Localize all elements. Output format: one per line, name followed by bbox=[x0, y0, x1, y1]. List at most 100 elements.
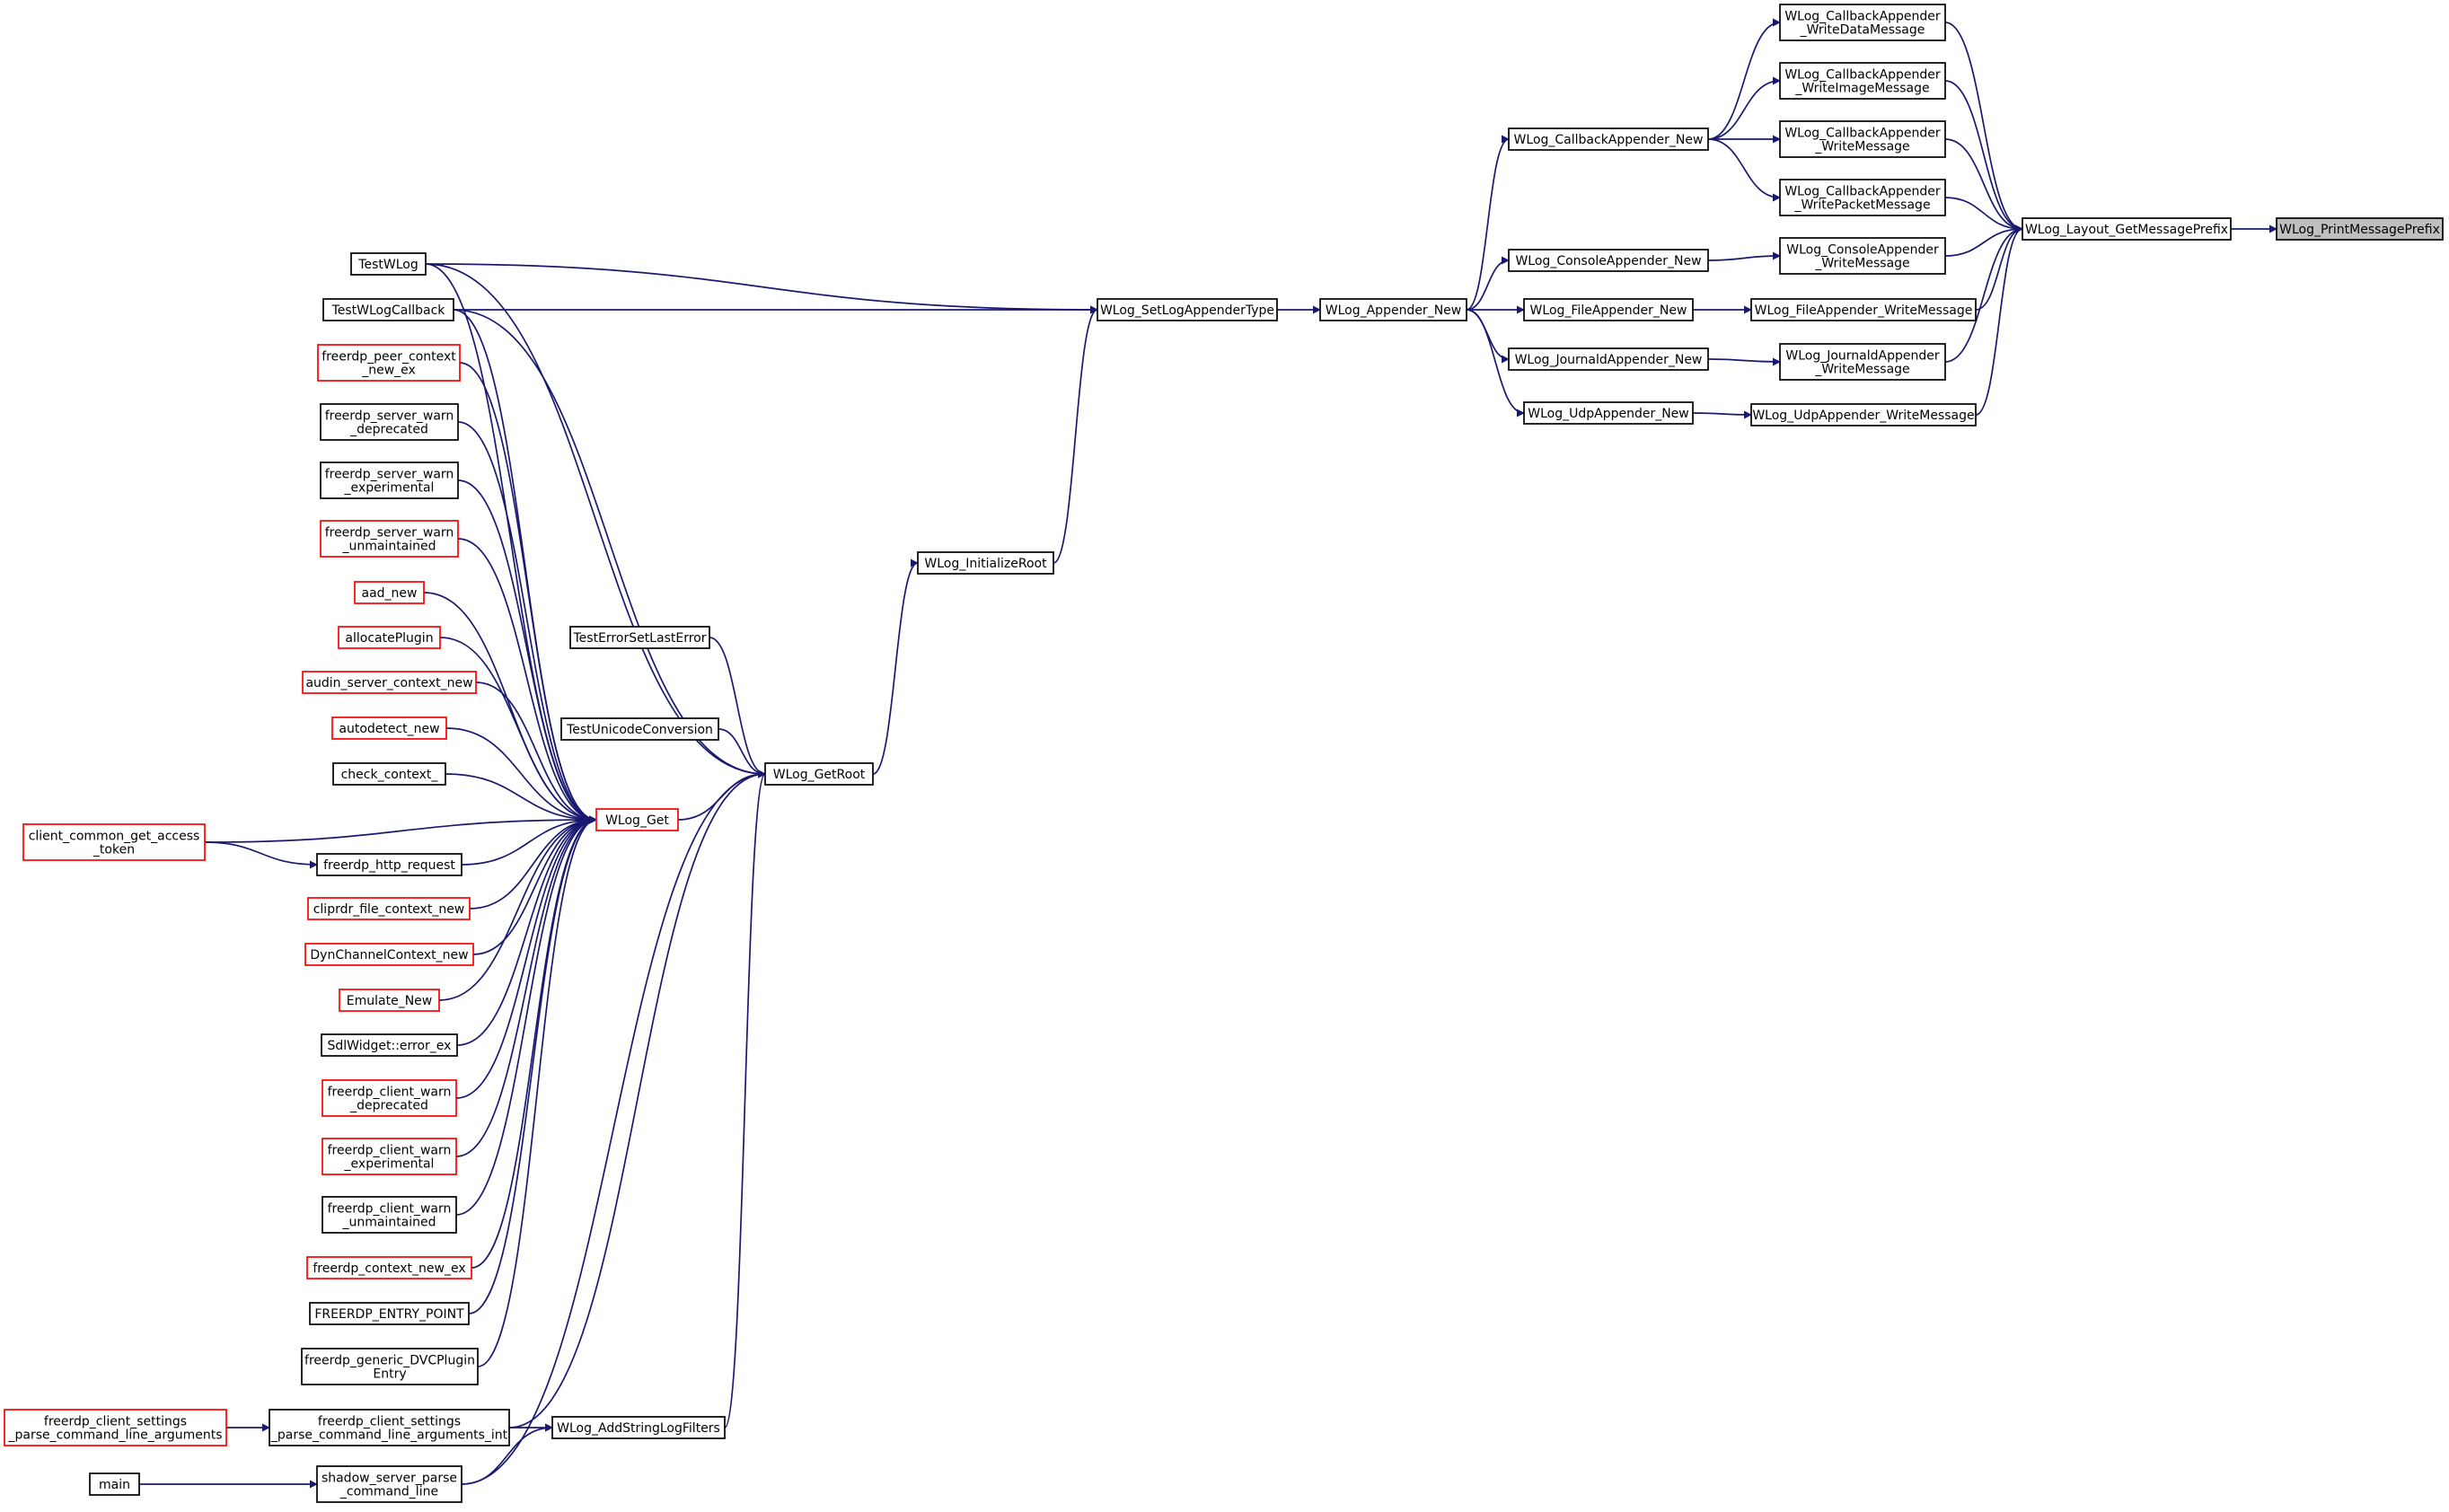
edge-journal-new-to-journal-msg bbox=[1707, 357, 1781, 366]
node-label: WLog_JournaldAppender_New bbox=[1515, 353, 1703, 367]
node-label: WLog_Get bbox=[605, 813, 669, 828]
node-box bbox=[307, 897, 471, 920]
edge-testwlog-to-getroot bbox=[425, 263, 766, 778]
node-shadow-parse[interactable]: shadow_server_parse_command_line bbox=[316, 1465, 462, 1503]
node-udp-new[interactable]: WLog_UdpAppender_New bbox=[1523, 401, 1694, 425]
node-testwlog[interactable]: TestWLog bbox=[350, 252, 427, 276]
node-box bbox=[1750, 298, 1977, 321]
node-label: WLog_CallbackAppender bbox=[1784, 127, 1941, 141]
node-entry-point[interactable]: FREERDP_ENTRY_POINT bbox=[309, 1302, 470, 1325]
node-box bbox=[551, 1416, 726, 1439]
node-console-msg[interactable]: WLog_ConsoleAppender_WriteMessage bbox=[1779, 237, 1946, 275]
node-label: _parse_command_line_arguments_int bbox=[270, 1428, 508, 1443]
node-initroot[interactable]: WLog_InitializeRoot bbox=[917, 551, 1054, 575]
node-srv-exp[interactable]: freerdp_server_warn_experimental bbox=[320, 462, 459, 499]
node-ctx-new-ex[interactable]: freerdp_context_new_ex bbox=[306, 1256, 472, 1279]
node-box bbox=[1319, 298, 1467, 321]
node-cb-msg[interactable]: WLog_CallbackAppender_WriteMessage bbox=[1779, 120, 1946, 158]
edge-cliprdr-to-wlogget bbox=[469, 815, 597, 910]
node-client-token[interactable]: client_common_get_access_token bbox=[22, 823, 206, 861]
node-box bbox=[354, 581, 425, 604]
node-label: TestWLogCallback bbox=[331, 303, 446, 318]
node-testwlogcb[interactable]: TestWLogCallback bbox=[322, 298, 454, 321]
node-box bbox=[1779, 237, 1946, 275]
node-journal-msg[interactable]: WLog_JournaldAppender_WriteMessage bbox=[1779, 343, 1946, 381]
node-box bbox=[2022, 217, 2232, 241]
node-label: _WriteMessage bbox=[1814, 363, 1909, 377]
node-setlogappender[interactable]: WLog_SetLogAppenderType bbox=[1097, 298, 1278, 321]
node-file-msg[interactable]: WLog_FileAppender_WriteMessage bbox=[1750, 298, 1977, 321]
edge-testwlog-to-setlogappender bbox=[425, 263, 1098, 314]
node-cb-packet[interactable]: WLog_CallbackAppender_WritePacketMessage bbox=[1779, 179, 1946, 216]
node-testunicode[interactable]: TestUnicodeConversion bbox=[560, 717, 719, 741]
node-aad-new[interactable]: aad_new bbox=[354, 581, 425, 604]
node-sdlwidget[interactable]: SdlWidget::error_ex bbox=[321, 1033, 458, 1057]
edge-shadow-parse-to-addfilters bbox=[461, 1423, 553, 1485]
node-cliprdr[interactable]: cliprdr_file_context_new bbox=[307, 897, 471, 920]
node-cb-data[interactable]: WLog_CallbackAppender_WriteDataMessage bbox=[1779, 4, 1946, 41]
node-cli-depr[interactable]: freerdp_client_warn_deprecated bbox=[322, 1079, 457, 1117]
node-label: main bbox=[99, 1478, 130, 1492]
node-getprefix[interactable]: WLog_Layout_GetMessagePrefix bbox=[2022, 217, 2232, 241]
edge-cb-data-to-getprefix bbox=[1944, 22, 2023, 233]
node-console-new[interactable]: WLog_ConsoleAppender_New bbox=[1508, 249, 1709, 272]
edge-console-new-to-console-msg bbox=[1707, 251, 1781, 261]
node-udp-msg[interactable]: WLog_UdpAppender_WriteMessage bbox=[1750, 403, 1977, 426]
node-box bbox=[1523, 401, 1694, 425]
node-cs-parse-int[interactable]: freerdp_client_settings_parse_command_li… bbox=[269, 1409, 510, 1446]
node-label: WLog_FileAppender_WriteMessage bbox=[1755, 303, 1973, 318]
node-label: freerdp_client_warn bbox=[328, 1086, 452, 1100]
node-cli-unm[interactable]: freerdp_client_warn_unmaintained bbox=[322, 1196, 457, 1234]
edge-testerror-to-getroot bbox=[709, 637, 766, 778]
node-label: WLog_JournaldAppender bbox=[1785, 349, 1939, 364]
node-label: WLog_ConsoleAppender_New bbox=[1515, 254, 1701, 268]
node-peer-ctx[interactable]: freerdp_peer_context_new_ex bbox=[317, 344, 461, 382]
node-cli-exp[interactable]: freerdp_client_warn_experimental bbox=[322, 1138, 457, 1175]
node-label: WLog_InitializeRoot bbox=[924, 557, 1047, 571]
node-box bbox=[595, 808, 679, 831]
edge-dvc-entry-to-wlogget bbox=[477, 815, 597, 1367]
node-label: freerdp_client_settings bbox=[318, 1415, 461, 1429]
node-autodetect[interactable]: autodetect_new bbox=[331, 716, 447, 740]
node-box bbox=[320, 520, 459, 558]
node-label: _command_line bbox=[339, 1485, 438, 1499]
node-cb-new[interactable]: WLog_CallbackAppender_New bbox=[1508, 127, 1709, 151]
edge-cli-unm-to-wlogget bbox=[455, 815, 597, 1216]
node-check-ctx[interactable]: check_context_ bbox=[332, 762, 446, 786]
node-box bbox=[269, 1409, 510, 1446]
edges-layer bbox=[139, 18, 2277, 1489]
node-label: _WriteMessage bbox=[1814, 140, 1909, 154]
node-label: shadow_server_parse bbox=[322, 1472, 457, 1486]
node-file-new[interactable]: WLog_FileAppender_New bbox=[1523, 298, 1694, 321]
node-addfilters[interactable]: WLog_AddStringLogFilters bbox=[551, 1416, 726, 1439]
node-srv-unm[interactable]: freerdp_server_warn_unmaintained bbox=[320, 520, 459, 558]
edge-cb-new-to-cb-image bbox=[1707, 76, 1781, 140]
node-box bbox=[1508, 347, 1709, 371]
edge-entry-point-to-wlogget bbox=[468, 815, 597, 1314]
node-srv-depr[interactable]: freerdp_server_warn_deprecated bbox=[320, 403, 459, 441]
node-getroot[interactable]: WLog_GetRoot bbox=[764, 762, 874, 786]
node-testerror[interactable]: TestErrorSetLastError bbox=[569, 626, 710, 649]
edge-cb-packet-to-getprefix bbox=[1944, 197, 2023, 233]
node-journal-new[interactable]: WLog_JournaldAppender_New bbox=[1508, 347, 1709, 371]
node-label: _WritePacketMessage bbox=[1793, 198, 1930, 213]
node-label: WLog_GetRoot bbox=[773, 768, 866, 782]
node-audin[interactable]: audin_server_context_new bbox=[302, 671, 477, 694]
node-box bbox=[1779, 179, 1946, 216]
node-cs-parse[interactable]: freerdp_client_settings_parse_command_li… bbox=[4, 1409, 227, 1446]
edge-cli-depr-to-wlogget bbox=[455, 815, 597, 1099]
node-label: autodetect_new bbox=[339, 722, 439, 736]
node-cb-image[interactable]: WLog_CallbackAppender_WriteImageMessage bbox=[1779, 62, 1946, 100]
node-http-req[interactable]: freerdp_http_request bbox=[316, 853, 462, 876]
node-main[interactable]: main bbox=[89, 1472, 140, 1496]
node-appender-new[interactable]: WLog_Appender_New bbox=[1319, 298, 1467, 321]
node-emulate[interactable]: Emulate_New bbox=[339, 989, 440, 1012]
node-label: freerdp_peer_context bbox=[322, 350, 456, 365]
node-alloc-plugin[interactable]: allocatePlugin bbox=[338, 626, 441, 649]
node-label: freerdp_client_settings bbox=[44, 1415, 187, 1429]
node-box bbox=[316, 853, 462, 876]
node-dynchan[interactable]: DynChannelContext_new bbox=[304, 943, 474, 966]
node-wlogget[interactable]: WLog_Get bbox=[595, 808, 679, 831]
